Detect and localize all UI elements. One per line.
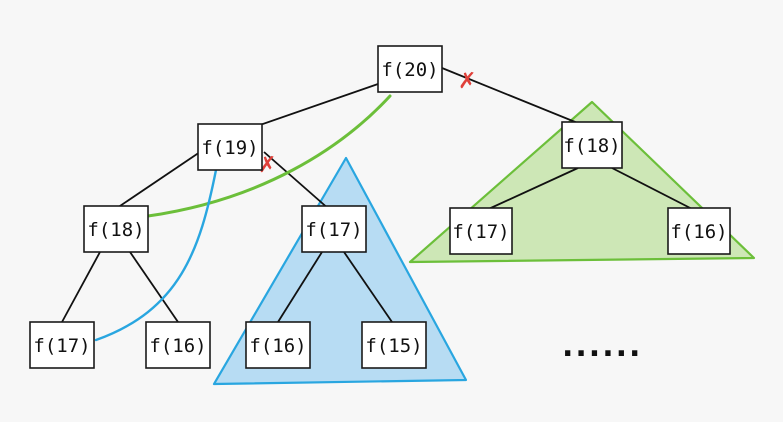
node-f17-mid: f(17) <box>301 205 367 253</box>
svg-text:f(16): f(16) <box>249 335 306 357</box>
svg-text:f(19): f(19) <box>201 137 258 159</box>
svg-text:f(18): f(18) <box>563 135 620 157</box>
green-memo-curve <box>146 94 392 218</box>
node-f16-left: f(16) <box>145 321 211 369</box>
svg-text:f(16): f(16) <box>149 335 206 357</box>
edge-18right-16right <box>611 167 699 213</box>
edge-19-17-mid <box>263 151 331 211</box>
cut-mark-20-18: ✗ <box>458 69 476 94</box>
edge-18left-17left <box>61 251 101 323</box>
node-f17-left: f(17) <box>29 321 95 369</box>
node-f15-mid: f(15) <box>361 321 427 369</box>
svg-text:f(17): f(17) <box>452 221 509 243</box>
svg-text:f(17): f(17) <box>33 335 90 357</box>
node-f16-mid: f(16) <box>245 321 311 369</box>
tree-edges <box>61 67 699 323</box>
node-f18-left: f(18) <box>83 205 149 253</box>
svg-text:f(15): f(15) <box>365 335 422 357</box>
node-f16-right: f(16) <box>667 207 731 255</box>
svg-text:f(16): f(16) <box>670 221 727 243</box>
edge-17mid-16mid <box>277 251 323 323</box>
edge-17mid-15mid <box>343 251 393 323</box>
edge-19-18-left <box>113 151 201 211</box>
node-f20: f(20) <box>377 45 443 93</box>
edge-20-18-right <box>441 67 591 129</box>
edge-18right-17right <box>481 167 579 213</box>
node-f18-right: f(18) <box>561 121 623 169</box>
node-f19: f(19) <box>197 123 263 171</box>
ellipsis-more: ...... <box>562 329 642 364</box>
node-f17-right: f(17) <box>449 207 513 255</box>
svg-text:f(17): f(17) <box>305 219 362 241</box>
edge-18left-16left <box>129 251 179 323</box>
svg-text:f(20): f(20) <box>381 59 438 81</box>
blue-memo-curve <box>94 168 218 342</box>
svg-text:f(18): f(18) <box>87 219 144 241</box>
